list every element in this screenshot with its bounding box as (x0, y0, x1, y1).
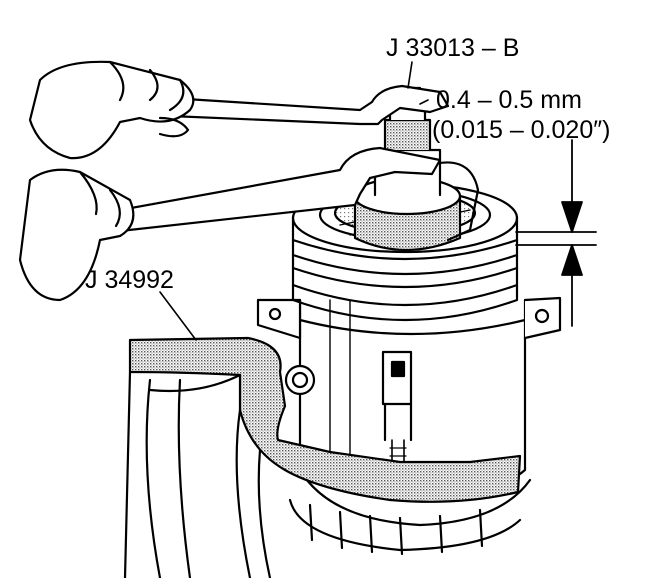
hands (18, 60, 195, 302)
fixture-stand (123, 370, 272, 578)
gap-spec-metric: 0.4 – 0.5 mm (436, 86, 582, 114)
compressor-body (256, 296, 562, 556)
gap-dimension (515, 139, 597, 327)
tool-label-j34992: J 34992 (85, 266, 174, 294)
upper-wrench (168, 84, 450, 126)
gap-spec-imperial: (0.015 – 0.020″) (432, 116, 611, 144)
lower-wrench (63, 146, 442, 238)
holding-fixture (128, 336, 522, 503)
leader-lines (159, 61, 429, 341)
tool-label-j33013b: J 33013 – B (386, 34, 520, 62)
